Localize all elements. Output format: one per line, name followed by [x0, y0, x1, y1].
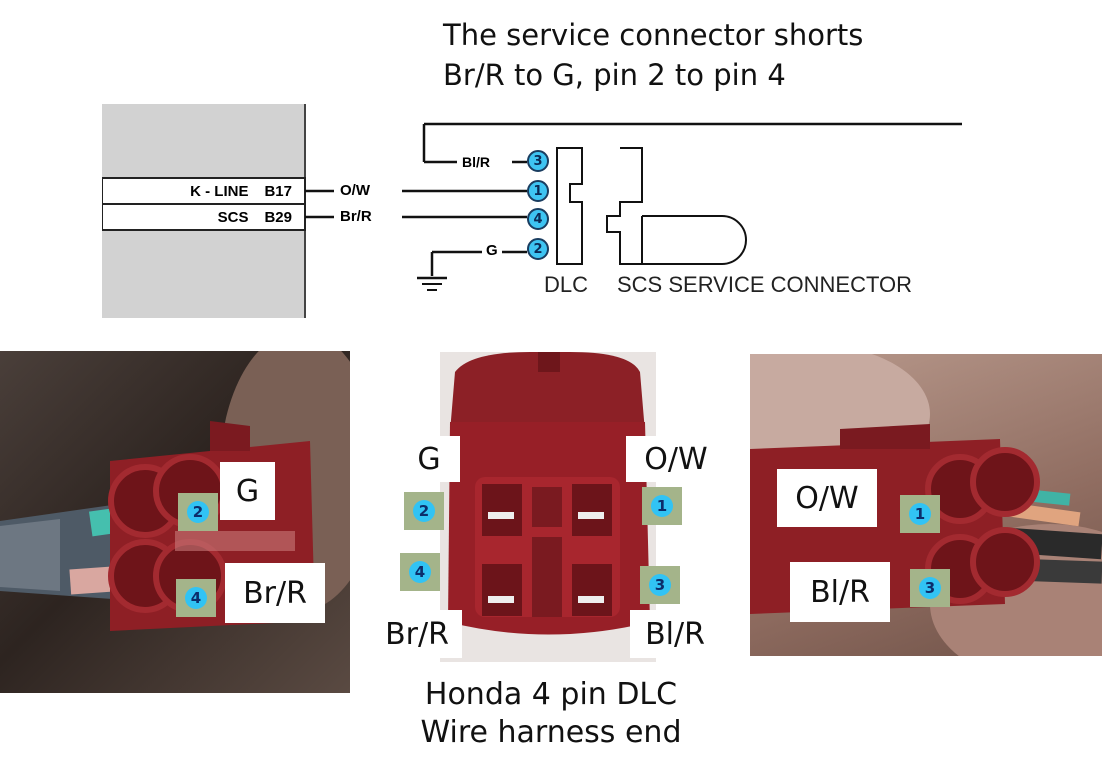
caption-bottom-line1: Honda 4 pin DLC	[424, 677, 678, 712]
wire-label-ow: O/W	[340, 182, 370, 199]
photo-right-pin-3: 3	[919, 577, 941, 599]
kline-code: B17	[264, 182, 292, 200]
caption-bottom-line2: Wire harness end	[420, 715, 682, 750]
scs-service-connector-label: SCS SERVICE CONNECTOR	[617, 272, 913, 297]
wire-label-g: G	[486, 242, 498, 259]
scs-name: SCS	[217, 208, 249, 226]
photo-center-pin-3-badge: 3	[640, 566, 680, 604]
photo-left-label-brr: Br/R	[225, 563, 325, 623]
dlc-label: DLC	[544, 272, 589, 297]
schematic-pin-1: 1	[527, 180, 549, 202]
photo-left-pin-2: 2	[187, 501, 209, 523]
photo-left-label-g: G	[220, 462, 275, 520]
photo-left-connector: G Br/R 2 4	[0, 351, 350, 693]
photo-center-pin-4-badge: 4	[400, 553, 440, 591]
schematic-row-scs: SCS B29	[102, 204, 292, 230]
wire-label-blr: Bl/R	[462, 154, 490, 170]
schematic-pin-4: 4	[527, 208, 549, 230]
photo-center-pin-2: 2	[413, 500, 435, 522]
wiring-schematic: K - LINE B17 SCS B29 O/W Br/R Bl/R G 3 1…	[102, 104, 962, 318]
photo-left-pin-2-badge: 2	[178, 493, 218, 531]
photo-center-pin-2-badge: 2	[404, 492, 444, 530]
photo-center-pin-3: 3	[649, 574, 671, 596]
photo-left-pin-4: 4	[185, 587, 207, 609]
photo-right-label-ow: O/W	[777, 469, 877, 527]
photo-center-pin-1: 1	[651, 495, 673, 517]
photo-right-pin-3-badge: 3	[910, 569, 950, 607]
photo-center-pin-4: 4	[409, 561, 431, 583]
caption-top-line2: Br/R to G, pin 2 to pin 4	[443, 58, 786, 92]
photo-center-label-g: G	[398, 436, 460, 482]
photo-center-label-blr: Bl/R	[630, 610, 720, 658]
photo-center-label-brr: Br/R	[372, 610, 462, 658]
caption-top: The service connector shorts Br/R to G, …	[443, 15, 863, 95]
photo-center-connector	[440, 352, 656, 662]
wire-label-brr: Br/R	[340, 208, 372, 225]
photo-center-label-ow: O/W	[626, 436, 726, 482]
photo-center-pin-1-badge: 1	[642, 487, 682, 525]
photo-right-label-blr: Bl/R	[790, 562, 890, 622]
schematic-row-kline: K - LINE B17	[102, 178, 292, 204]
schematic-pin-2: 2	[527, 238, 549, 260]
caption-top-line1: The service connector shorts	[443, 18, 864, 52]
photo-left-pin-4-badge: 4	[176, 579, 216, 617]
photo-right-pin-1: 1	[909, 503, 931, 525]
schematic-pin-3: 3	[527, 150, 549, 172]
photo-right-connector: O/W Bl/R 1 3	[750, 354, 1102, 656]
caption-bottom: Honda 4 pin DLC Wire harness end	[0, 676, 1102, 752]
scs-code: B29	[264, 208, 292, 226]
kline-name: K - LINE	[190, 182, 249, 200]
photo-right-pin-1-badge: 1	[900, 495, 940, 533]
